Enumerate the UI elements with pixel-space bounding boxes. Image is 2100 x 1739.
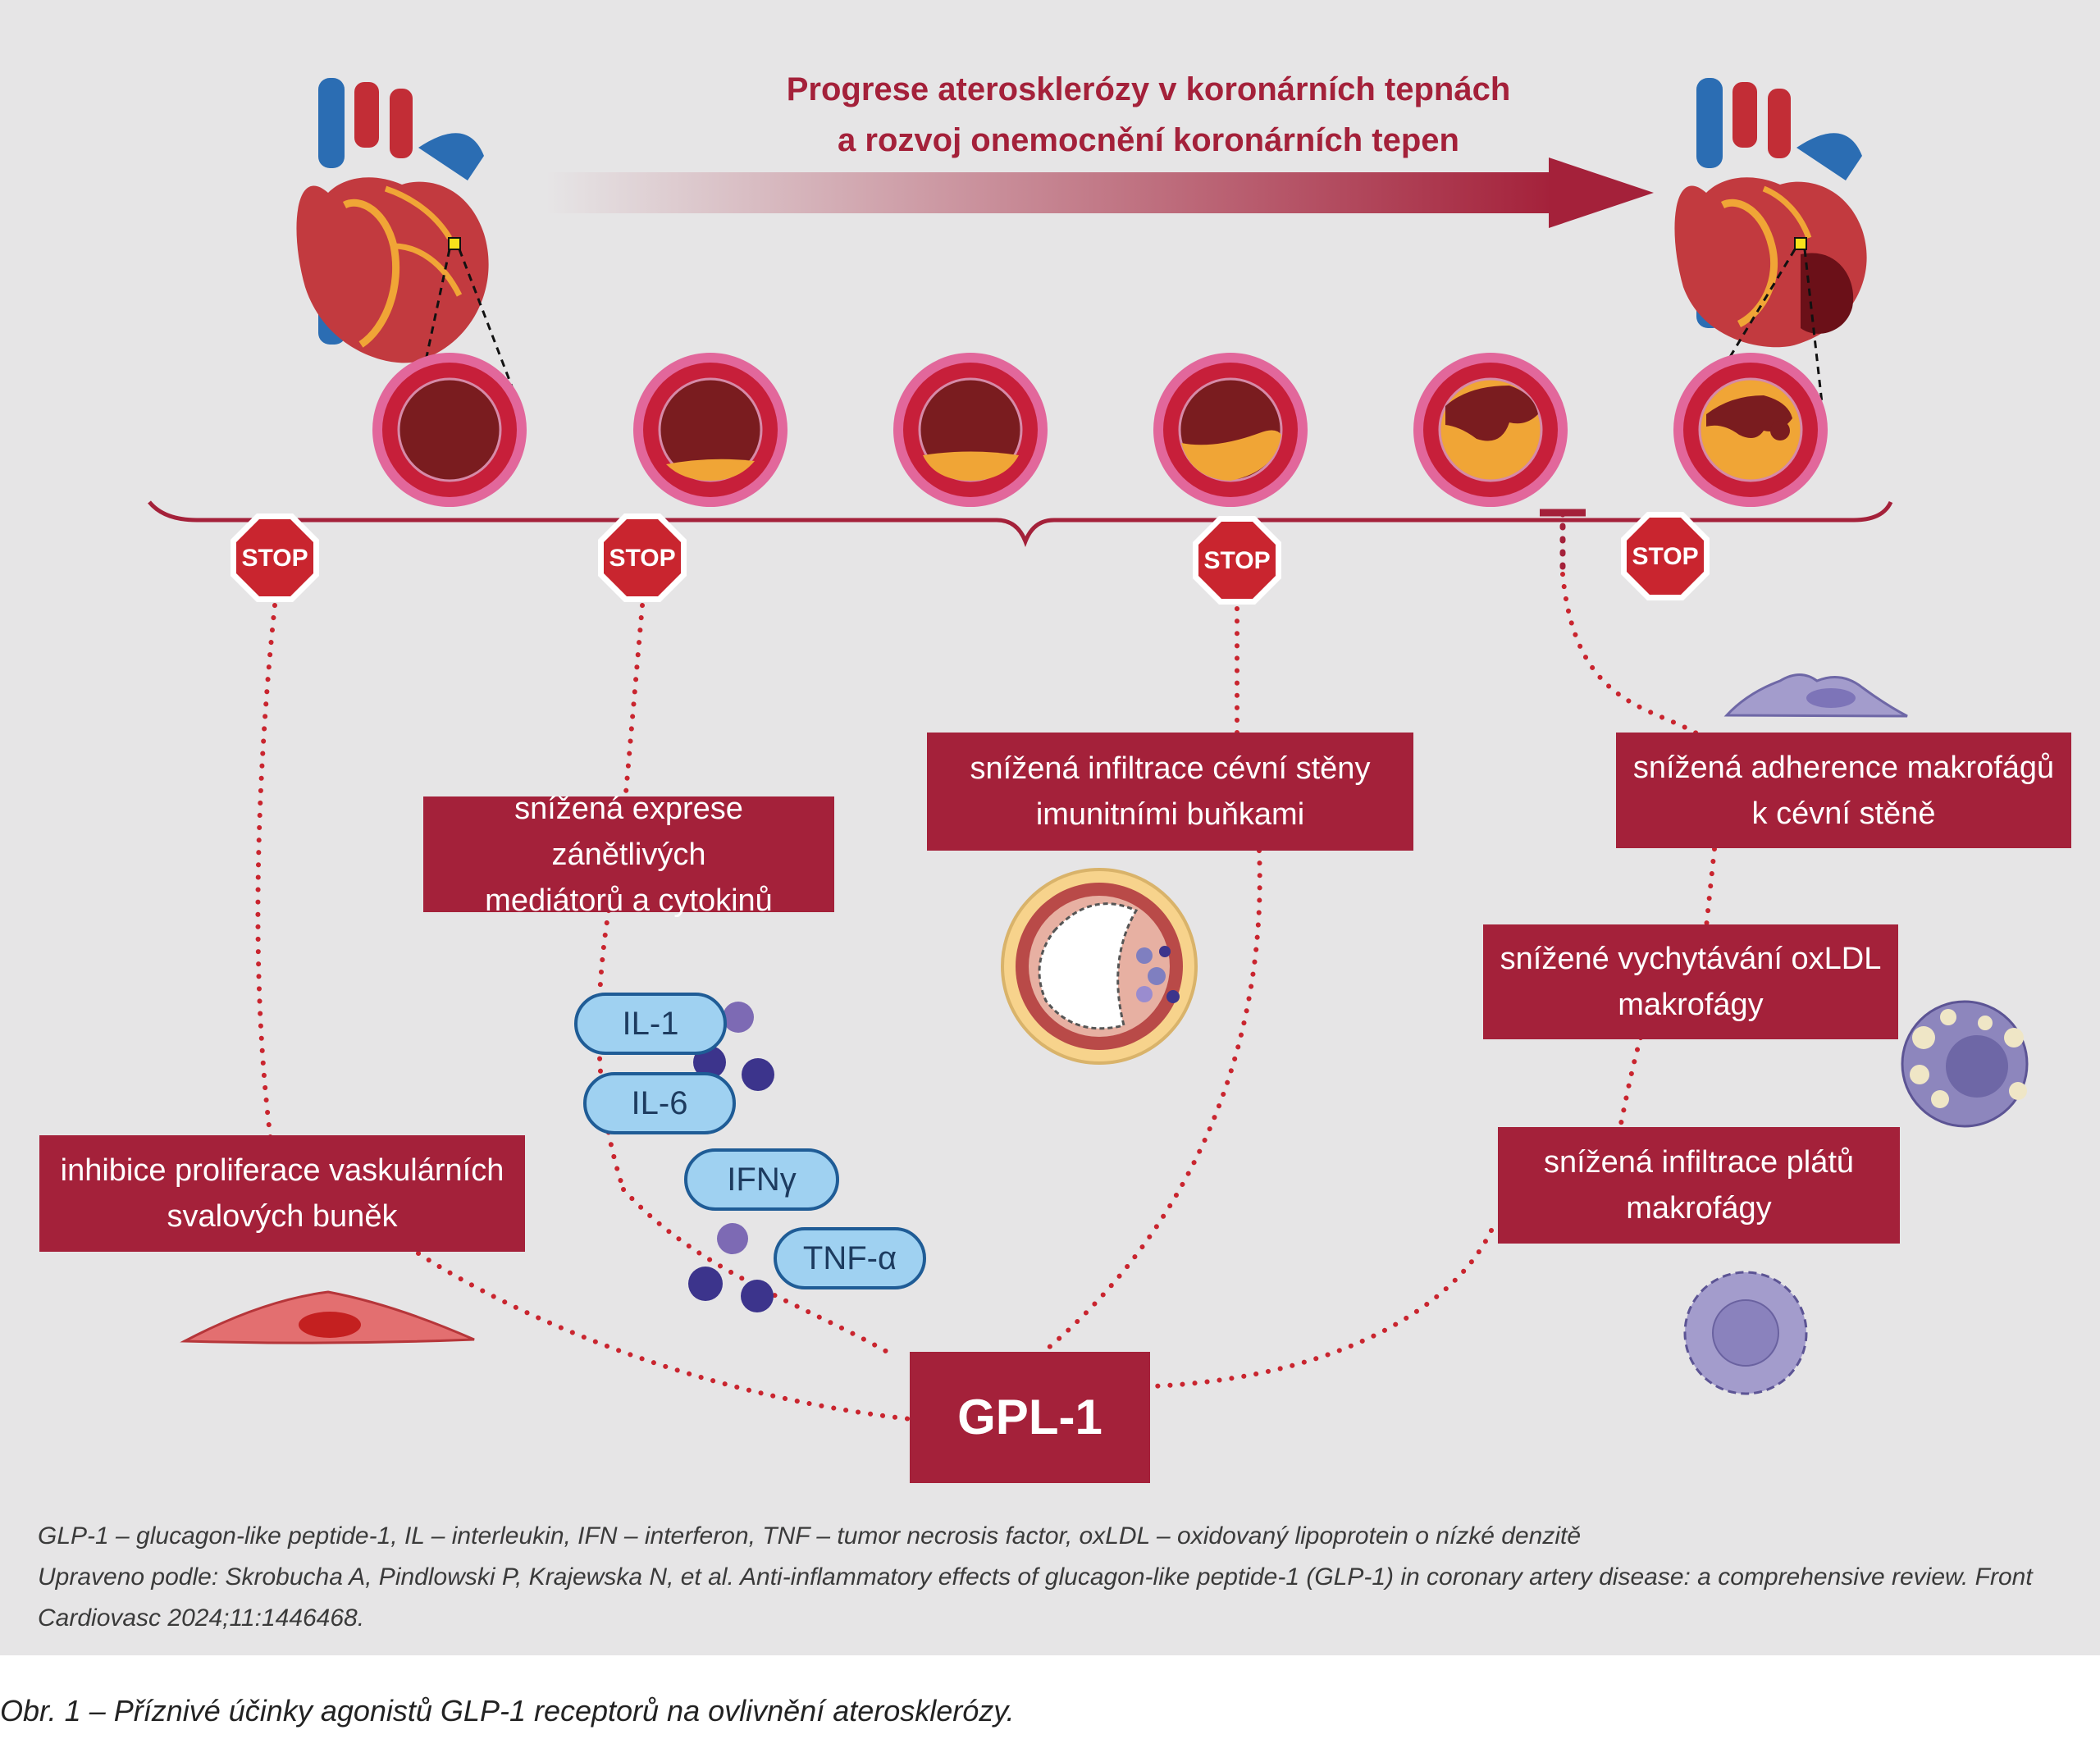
box-cytokine-expression: snížená exprese zánětlivých mediátorů a …: [423, 792, 834, 918]
vessel-stage-4: [1153, 353, 1308, 507]
stop-sign-4: STOP: [1621, 512, 1710, 600]
smooth-muscle-cell-icon: [180, 1290, 475, 1344]
stop-label: STOP: [1203, 547, 1270, 574]
cytokine-ifng: IFNγ: [684, 1148, 839, 1211]
progression-brace: [148, 500, 1893, 547]
figure-caption: Obr. 1 – Příznivé účinky agonistů GLP-1 …: [0, 1694, 1015, 1728]
macrophage-flat-icon: [1723, 673, 1908, 718]
vessel-stage-3: [893, 353, 1048, 507]
vessel-stage-5: [1413, 353, 1568, 507]
footnote-source: Upraveno podle: Skrobucha A, Pindlowski …: [38, 1563, 2033, 1632]
foam-cell-icon: [1901, 1000, 2029, 1128]
box-macrophage-adherence: snížená adherence makrofágů k cévní stěn…: [1616, 733, 2071, 848]
heart-right-icon: [1674, 78, 1867, 411]
vessel-stage-2: [633, 353, 788, 507]
box-gpl1-center: GPL-1: [910, 1352, 1150, 1483]
stop-sign-2: STOP: [598, 513, 687, 602]
cytokine-il1: IL-1: [574, 993, 727, 1055]
box-wall-infiltration: snížená infiltrace cévní stěny imunitním…: [927, 733, 1413, 851]
progression-arrow: [546, 157, 1654, 228]
vessel-stage-1: [372, 353, 527, 507]
stop-sign-3: STOP: [1193, 516, 1281, 605]
footnote-abbreviations: GLP-1 – glucagon-like peptide-1, IL – in…: [38, 1522, 1582, 1550]
vessel-stage-6: [1673, 353, 1828, 507]
macrophage-spiky-icon: [1683, 1271, 1808, 1395]
box-oxldl-uptake: snížené vychytávání oxLDL makrofágy: [1483, 924, 1898, 1039]
diagram-canvas: STOP STOP STOP STOP: [148, 78, 2029, 1422]
cytokine-tnfa: TNF-α: [774, 1227, 926, 1289]
progression-title: Progrese aterosklerózy v koronárních tep…: [786, 71, 1511, 158]
cytokine-il6: IL-6: [583, 1072, 736, 1134]
stop-label: STOP: [1632, 543, 1698, 570]
stop-sign-1: STOP: [231, 513, 319, 602]
vessel-wall-cross-section: [1001, 868, 1198, 1065]
box-plaque-infiltration: snížená infiltrace plátů makrofágy: [1498, 1127, 1900, 1244]
footnote: GLP-1 – glucagon-like peptide-1, IL – in…: [38, 1516, 2039, 1639]
heart-left-icon: [296, 78, 523, 411]
stop-label: STOP: [241, 545, 308, 572]
box-proliferation-inhibition: inhibice proliferace vaskulárních svalov…: [39, 1135, 525, 1252]
stop-label: STOP: [609, 545, 675, 572]
